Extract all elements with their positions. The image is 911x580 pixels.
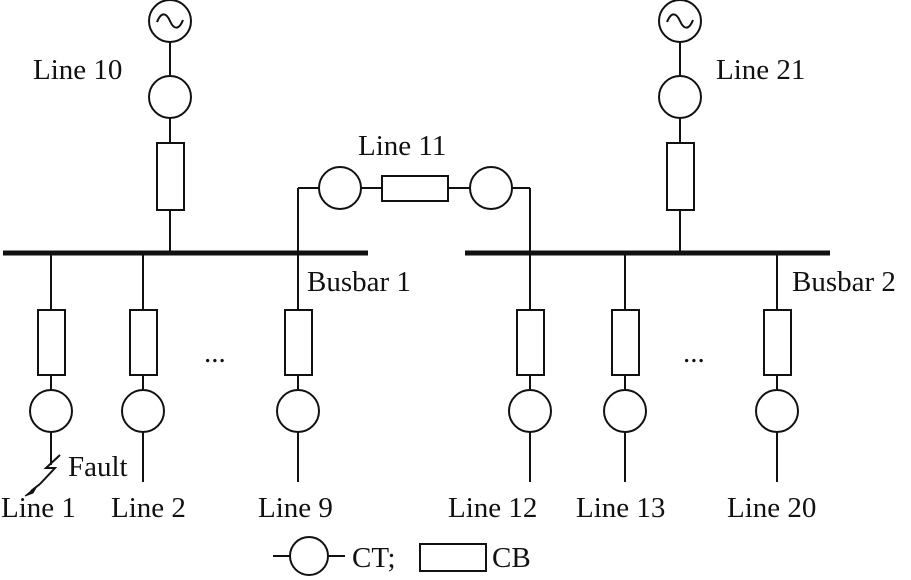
ct-icon <box>318 166 362 210</box>
cb-icon <box>37 309 66 376</box>
ct-icon <box>469 166 513 210</box>
cb-icon <box>666 142 695 211</box>
cb-icon <box>611 309 640 376</box>
label-line-10: Line 10 <box>33 54 122 86</box>
lightning-icon <box>39 454 61 485</box>
line-20-feeder <box>755 253 799 482</box>
ct-icon <box>121 389 165 433</box>
cb-icon <box>284 309 313 376</box>
ellipsis-left: ... <box>204 337 226 369</box>
cb-icon <box>516 309 545 376</box>
line-1-feeder <box>29 253 73 465</box>
line-9-feeder <box>276 253 320 482</box>
legend-ct-icon <box>289 536 329 576</box>
ct-icon <box>276 389 320 433</box>
label-line-2: Line 2 <box>111 492 186 524</box>
cb-icon <box>763 309 792 376</box>
label-line-12: Line 12 <box>448 492 537 524</box>
cb-icon <box>156 142 185 211</box>
ct-icon <box>603 389 647 433</box>
label-line-9: Line 9 <box>258 492 333 524</box>
ct-icon <box>755 389 799 433</box>
legend <box>273 536 487 576</box>
cb-icon <box>381 175 449 202</box>
ac-wave-icon <box>156 13 184 29</box>
label-busbar-2: Busbar 2 <box>792 266 896 298</box>
label-busbar-1: Busbar 1 <box>307 266 411 298</box>
ct-icon <box>29 389 73 433</box>
line-11-tie <box>297 166 531 253</box>
label-fault: Fault <box>68 451 128 483</box>
label-line-13: Line 13 <box>576 492 665 524</box>
legend-cb-icon <box>419 543 487 572</box>
label-line-1: Line 1 <box>1 492 76 524</box>
legend-ct-label: CT; <box>352 542 396 574</box>
line-2-feeder <box>121 253 165 482</box>
ct-icon <box>658 75 702 119</box>
label-line-11: Line 11 <box>358 130 446 162</box>
line-10-feeder <box>148 0 192 253</box>
label-line-21: Line 21 <box>716 54 805 86</box>
legend-cb-label: CB <box>492 542 531 574</box>
ac-wave-icon <box>666 13 694 29</box>
ellipsis-right: ... <box>683 337 705 369</box>
line-12-feeder <box>508 253 552 482</box>
label-line-20: Line 20 <box>727 492 816 524</box>
line-21-feeder <box>658 0 702 253</box>
line-13-feeder <box>603 253 647 482</box>
fault-marker <box>24 454 61 497</box>
cb-icon <box>129 309 158 376</box>
arrowhead-icon <box>24 485 38 497</box>
ct-icon <box>508 389 552 433</box>
ct-icon <box>148 75 192 119</box>
